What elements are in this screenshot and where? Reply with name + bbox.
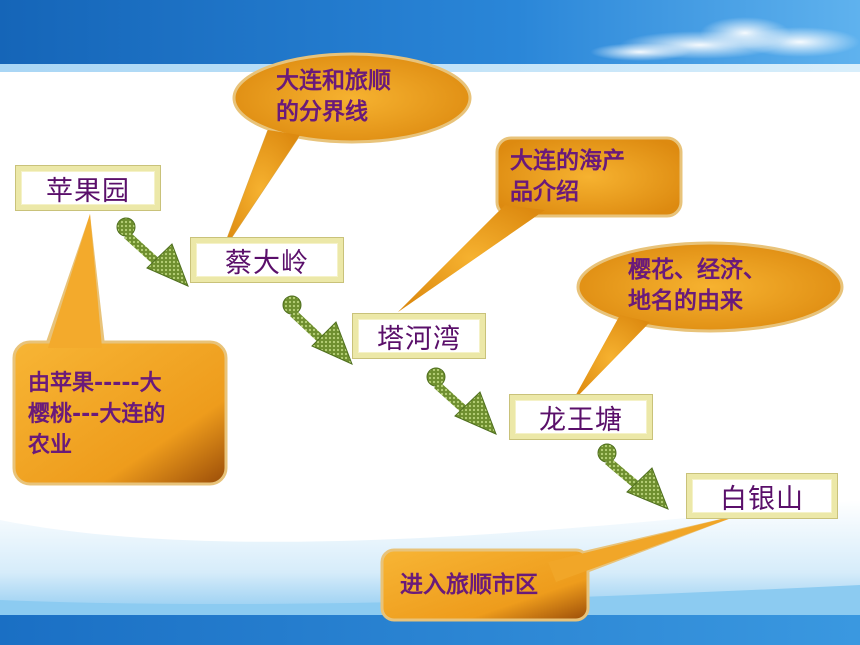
callout-boundary-line1: 大连和旅顺 [276,68,391,94]
callout-lushun-line1: 进入旅顺市区 [400,572,538,598]
callout-cherry-line1: 樱花、经济、 [628,257,766,283]
callout-lushun-shape [380,514,742,622]
callout-boundary-shape [221,52,472,253]
callout-boundary: 大连和旅顺 的分界线 [276,66,391,128]
callout-cherry-line2: 地名的由来 [628,288,743,314]
cloud-decoration [590,17,860,61]
arrow-caidaling-to-taheewan [282,295,353,365]
place-caidaling: 蔡大岭 [190,237,344,283]
callout-seafood: 大连的海产 品介绍 [510,146,625,208]
callout-seafood-line1: 大连的海产 [510,148,625,174]
callout-cherry-shape [572,241,844,402]
callout-agriculture-line2: 樱桃---大连的 [28,402,166,427]
place-baiyinshan: 白银山 [686,473,838,519]
callout-agriculture-shape [12,214,228,486]
arrow-apple-to-caidaling [116,217,189,287]
callout-boundary-line2: 的分界线 [276,99,368,125]
callout-agriculture-line1: 由苹果-----大 [28,371,162,396]
callout-agriculture-line3: 农业 [28,433,73,458]
arrow-taheewan-to-longwangtang [426,367,497,435]
callout-lushun: 进入旅顺市区 [400,570,538,601]
place-taheewan: 塔河湾 [352,313,486,359]
place-longwangtang: 龙王塘 [509,394,653,440]
callout-agriculture: 由苹果-----大 樱桃---大连的 农业 [28,368,165,461]
place-apple-orchard: 苹果园 [15,165,161,211]
callout-seafood-shape [398,136,683,312]
callout-seafood-line2: 品介绍 [510,179,579,205]
arrow-longwangtang-to-baiyinshan [597,443,669,510]
callout-cherry: 樱花、经济、 地名的由来 [628,255,766,317]
